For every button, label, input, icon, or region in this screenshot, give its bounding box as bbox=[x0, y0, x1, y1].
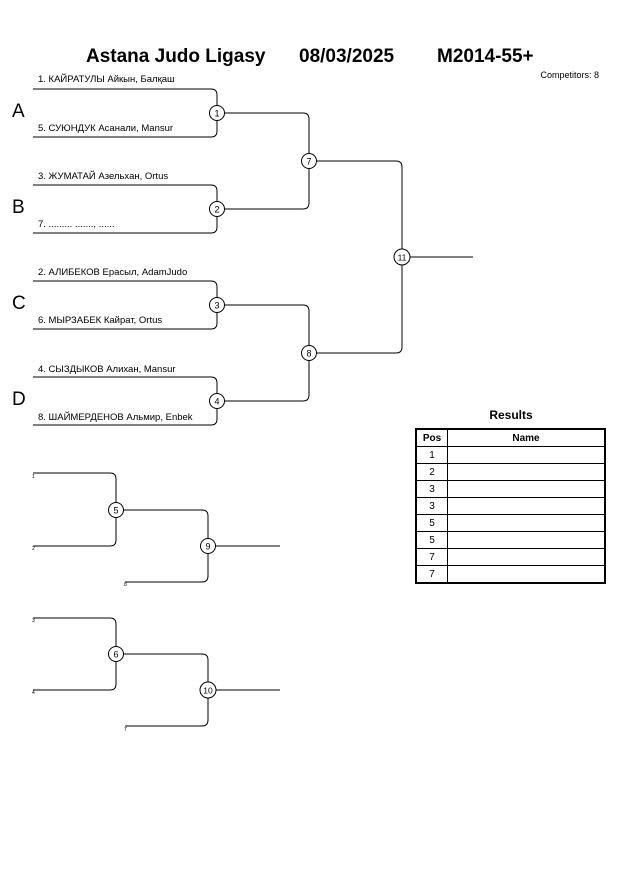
match-number: 7 bbox=[306, 157, 311, 167]
match-node-6[interactable]: 6 bbox=[108, 646, 124, 662]
table-row: 3 bbox=[415, 497, 606, 515]
repechage-slot-label: 4 bbox=[32, 690, 35, 696]
match-number: 2 bbox=[214, 205, 219, 215]
match-number: 3 bbox=[214, 301, 219, 311]
table-row: 5 bbox=[415, 531, 606, 549]
repechage-slot-label: 8 bbox=[124, 582, 127, 588]
result-pos: 7 bbox=[415, 565, 448, 584]
match-node-3[interactable]: 3 bbox=[209, 297, 225, 313]
competitor-name: 3. ЖУМАТАЙ Азельхан, Ortus bbox=[38, 171, 169, 182]
pool-letter-b: B bbox=[12, 197, 25, 218]
bracket-line-match-4 bbox=[33, 376, 218, 426]
match-number: 6 bbox=[113, 650, 118, 660]
pool-letter-c: C bbox=[12, 293, 26, 314]
match-node-8[interactable]: 8 bbox=[301, 345, 317, 361]
pool-letter-d: D bbox=[12, 389, 26, 410]
title-bar: Astana Judo Ligasy 08/03/2025 M2014-55+ bbox=[0, 46, 630, 70]
bracket-line-match-10 bbox=[116, 653, 209, 727]
bracket-lines bbox=[33, 88, 473, 727]
repechage-slot-label: 7 bbox=[124, 727, 127, 733]
table-row: 3 bbox=[415, 480, 606, 498]
match-node-1[interactable]: 1 bbox=[209, 105, 225, 121]
match-node-11[interactable]: 11 bbox=[393, 248, 411, 266]
competitor-name: 7. ......... ......., ...... bbox=[38, 219, 115, 230]
table-row: 7 bbox=[415, 565, 606, 584]
bracket-line-match-2 bbox=[33, 184, 218, 234]
result-pos: 3 bbox=[415, 480, 448, 498]
competitor-name: 8. ШАЙМЕРДЕНОВ Альмир, Enbek bbox=[38, 412, 193, 423]
result-pos: 7 bbox=[415, 548, 448, 566]
match-node-9[interactable]: 9 bbox=[200, 538, 216, 554]
pool-letter-a: A bbox=[12, 101, 25, 122]
bracket-line-match-7 bbox=[217, 112, 310, 210]
competitor-name: 4. СЫЗДЫКОВ Алихан, Mansur bbox=[38, 364, 176, 375]
competitor-name: 1. КАЙРАТУЛЫ Айкын, Балқаш bbox=[38, 74, 175, 85]
match-number: 9 bbox=[205, 542, 210, 552]
result-pos: 2 bbox=[415, 463, 448, 481]
results-table: Pos Name 1 2 3 3 5 5 7 7 bbox=[415, 428, 606, 584]
match-number: 1 bbox=[214, 109, 219, 119]
match-number: 4 bbox=[214, 397, 219, 407]
repechage-slot-label: 3 bbox=[32, 618, 35, 624]
match-number: 5 bbox=[113, 506, 118, 516]
result-pos: 3 bbox=[415, 497, 448, 515]
match-node-2[interactable]: 2 bbox=[209, 201, 225, 217]
results-title: Results bbox=[489, 408, 533, 422]
repechage-slot-label: 2 bbox=[32, 546, 35, 552]
pos-column-header: Pos bbox=[415, 428, 448, 447]
result-name bbox=[447, 497, 606, 515]
result-name bbox=[447, 548, 606, 566]
match-number: 11 bbox=[398, 253, 407, 263]
bracket-line-match-9 bbox=[116, 509, 209, 583]
event-title: Astana Judo Ligasy bbox=[86, 46, 266, 67]
bracket-line-match-8 bbox=[217, 304, 310, 402]
results-header-row: Pos Name bbox=[415, 428, 606, 447]
event-date: 08/03/2025 bbox=[299, 46, 395, 67]
result-pos: 5 bbox=[415, 531, 448, 549]
result-name bbox=[447, 514, 606, 532]
match-node-4[interactable]: 4 bbox=[209, 393, 225, 409]
bracket-line-match-5 bbox=[33, 472, 117, 547]
match-node-5[interactable]: 5 bbox=[108, 502, 124, 518]
table-row: 5 bbox=[415, 514, 606, 532]
match-nodes: 1 2 3 4 5 6 7 8 9 10 11 bbox=[108, 105, 411, 699]
bracket-line-match-3 bbox=[33, 280, 218, 330]
bracket-line-match-11 bbox=[309, 160, 403, 354]
weight-category: M2014-55+ bbox=[437, 46, 534, 67]
repechage-slot-label: 1 bbox=[32, 474, 35, 480]
competitor-name: 5. СУЮНДУК Асанали, Mansur bbox=[38, 123, 174, 134]
competitors-count: Competitors: 8 bbox=[540, 70, 599, 80]
name-column-header: Name bbox=[447, 428, 606, 447]
table-row: 7 bbox=[415, 548, 606, 566]
result-name bbox=[447, 565, 606, 584]
result-name bbox=[447, 531, 606, 549]
result-name bbox=[447, 446, 606, 464]
bracket-line-match-6 bbox=[33, 617, 117, 691]
match-number: 10 bbox=[203, 686, 213, 696]
competitor-name: 6. МЫРЗАБЕК Кайрат, Ortus bbox=[38, 315, 163, 326]
table-row: 2 bbox=[415, 463, 606, 481]
result-pos: 5 bbox=[415, 514, 448, 532]
match-node-10[interactable]: 10 bbox=[199, 681, 217, 699]
result-pos: 1 bbox=[415, 446, 448, 464]
bracket-line-match-1 bbox=[33, 88, 218, 138]
match-node-7[interactable]: 7 bbox=[301, 153, 317, 169]
match-number: 8 bbox=[306, 349, 311, 359]
result-name bbox=[447, 463, 606, 481]
competitor-name: 2. АЛИБЕКОВ Ерасыл, AdamJudo bbox=[38, 267, 188, 278]
result-name bbox=[447, 480, 606, 498]
table-row: 1 bbox=[415, 446, 606, 464]
